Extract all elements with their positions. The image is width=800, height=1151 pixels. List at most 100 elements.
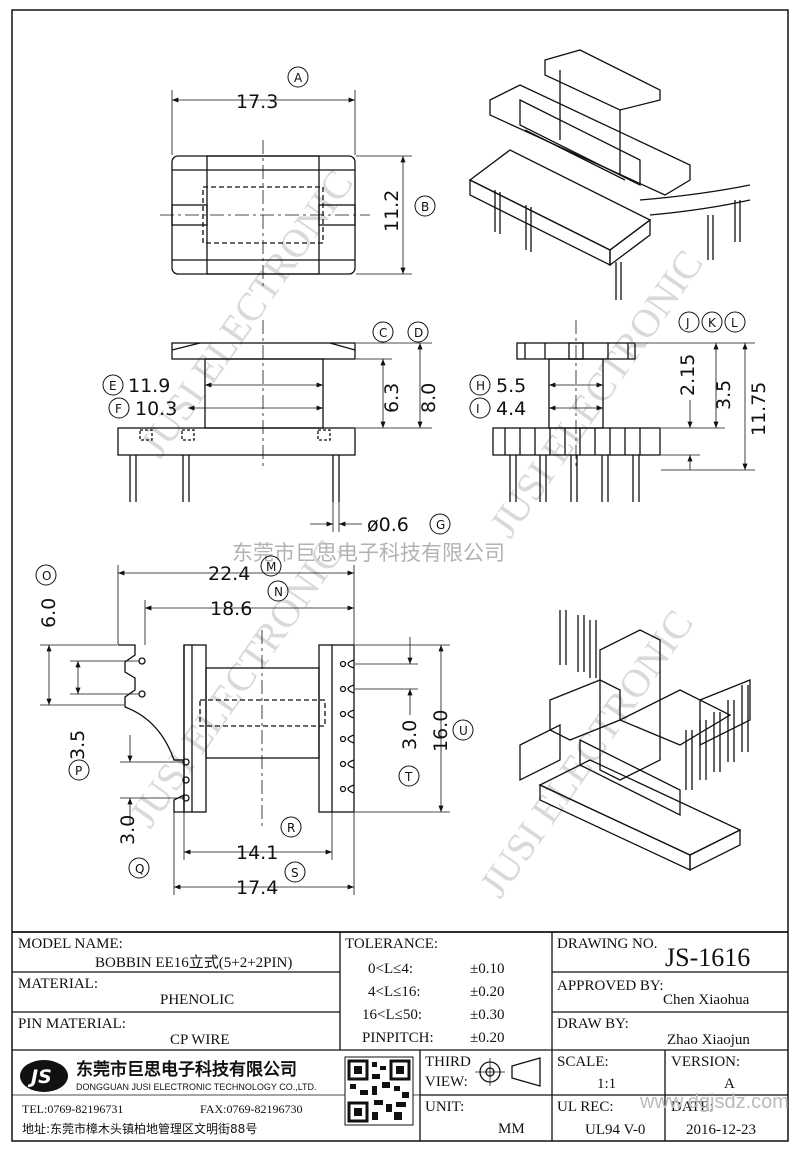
pin-material-label: PIN MATERIAL:	[18, 1016, 126, 1032]
approved-by-value: Chen Xiaohua	[663, 992, 750, 1008]
dim-r-letter: R	[287, 821, 295, 835]
dim-r-marker	[280, 816, 302, 838]
company-fax: FAX:0769-82196730	[200, 1102, 302, 1116]
dim-a-letter: A	[294, 71, 303, 85]
third-view-label-1: THIRD	[425, 1054, 471, 1070]
model-name-label: MODEL NAME:	[18, 936, 123, 952]
dim-i-letter: I	[476, 402, 480, 416]
dim-d-marker	[407, 321, 429, 343]
dim-l-marker	[724, 311, 746, 333]
dim-jkl-2-15: 2.15	[677, 354, 699, 396]
dim-t-marker	[398, 765, 420, 787]
dim-m-value: 22.4	[208, 563, 250, 585]
dim-q-marker	[128, 857, 150, 879]
scale-value: 1:1	[597, 1076, 616, 1092]
dim-h-marker	[469, 374, 491, 396]
pin-material-value: CP WIRE	[170, 1032, 230, 1048]
dim-n-letter: N	[274, 585, 283, 599]
material-label: MATERIAL:	[18, 976, 98, 992]
tolerance-range-0: 0<L≤4:	[368, 961, 413, 977]
dim-b-value: 11.2	[381, 190, 403, 232]
dim-e-value: 11.9	[128, 375, 170, 397]
dim-g-value: ø0.6	[367, 514, 409, 536]
dim-p-value: 3.5	[67, 730, 89, 760]
sheet-border	[11, 9, 789, 1142]
dim-l-letter: L	[731, 316, 738, 330]
ul-rec-value: UL94 V-0	[585, 1122, 645, 1138]
company-name-cn: 东莞市巨思电子科技有限公司	[76, 1059, 297, 1080]
draw-by-label: DRAW BY:	[557, 1016, 629, 1032]
dim-t-letter: T	[404, 770, 413, 784]
material-value: PHENOLIC	[160, 992, 234, 1008]
version-value: A	[724, 1076, 735, 1092]
tolerance-range-3: PINPITCH:	[362, 1030, 434, 1046]
dim-s-marker	[284, 861, 306, 883]
dim-jkl-3-5: 3.5	[713, 380, 735, 410]
side-view	[492, 320, 755, 502]
model-name-value: BOBBIN EE16立式(5+2+2PIN)	[95, 954, 292, 971]
dim-f-value: 10.3	[135, 398, 177, 420]
bottom-view	[40, 565, 450, 895]
front-view	[117, 320, 432, 532]
dim-o-value: 6.0	[38, 598, 60, 628]
dim-b-letter: B	[421, 200, 429, 214]
approved-by-label: APPROVED BY:	[557, 978, 664, 994]
unit-label: UNIT:	[425, 1099, 464, 1115]
dim-m-letter: M	[266, 560, 276, 574]
dim-cd-6-3: 6.3	[381, 383, 403, 413]
company-address: 地址:东莞市樟木头镇柏地管理区文明街88号	[22, 1121, 257, 1136]
dim-g-letter: G	[436, 518, 445, 532]
dim-i-marker	[469, 397, 491, 419]
tolerance-range-1: 4<L≤16:	[368, 984, 421, 1000]
title-block-frame	[12, 931, 788, 1141]
dim-m-marker	[260, 555, 282, 577]
third-view-label-2: VIEW:	[425, 1074, 468, 1090]
drawing-no-label: DRAWING NO.	[557, 936, 657, 952]
dim-a-marker	[287, 66, 309, 88]
dim-h-value: 5.5	[496, 375, 526, 397]
company-tel: TEL:0769-82196731	[22, 1102, 123, 1116]
dim-a-value: 17.3	[236, 91, 278, 113]
top-view	[160, 90, 412, 290]
tolerance-range-2: 16<L≤50:	[362, 1007, 422, 1023]
dim-cd-8-0: 8.0	[418, 383, 440, 413]
scale-label: SCALE:	[557, 1054, 609, 1070]
dim-c-marker	[372, 321, 394, 343]
tolerance-label: TOLERANCE:	[345, 936, 438, 952]
draw-by-value: Zhao Xiaojun	[667, 1032, 750, 1048]
version-label: VERSION:	[671, 1054, 740, 1070]
company-name-en: DONGGUAN JUSI ELECTRONIC TECHNOLOGY CO.,…	[76, 1082, 317, 1092]
dim-jkl-11-75: 11.75	[748, 382, 770, 436]
dim-g-marker	[429, 513, 451, 535]
dim-r-value: 14.1	[236, 842, 278, 864]
tolerance-value-2: ±0.30	[470, 1007, 504, 1023]
dim-p-letter: P	[75, 764, 82, 778]
third-angle-projection-symbol	[475, 1057, 541, 1087]
dim-d-letter: D	[414, 326, 423, 340]
dim-n-marker	[267, 580, 289, 602]
ul-rec-label: UL REC:	[557, 1099, 614, 1115]
dim-t-value: 3.0	[399, 720, 421, 750]
dim-q-value: 3.0	[117, 815, 139, 845]
dim-e-marker	[102, 374, 124, 396]
date-label: DATE:	[671, 1099, 714, 1115]
isometric-view-bottom	[519, 610, 751, 872]
dim-p-marker	[68, 759, 90, 781]
dim-k-letter: K	[708, 316, 717, 330]
unit-value: MM	[498, 1121, 525, 1137]
dim-f-marker	[108, 397, 130, 419]
drawing-no-value: JS-1616	[665, 943, 750, 972]
tolerance-value-1: ±0.20	[470, 984, 504, 1000]
dim-u-value: 16.0	[430, 710, 452, 752]
dim-f-letter: F	[115, 402, 122, 416]
qr-code	[344, 1056, 414, 1126]
dim-o-marker	[35, 564, 57, 586]
dim-s-letter: S	[291, 866, 299, 880]
dim-e-letter: E	[109, 379, 117, 393]
tolerance-value-0: ±0.10	[470, 961, 504, 977]
dim-h-letter: H	[476, 379, 485, 393]
dim-s-value: 17.4	[236, 877, 278, 899]
dim-u-letter: U	[459, 724, 468, 738]
dim-b-marker	[414, 195, 436, 217]
